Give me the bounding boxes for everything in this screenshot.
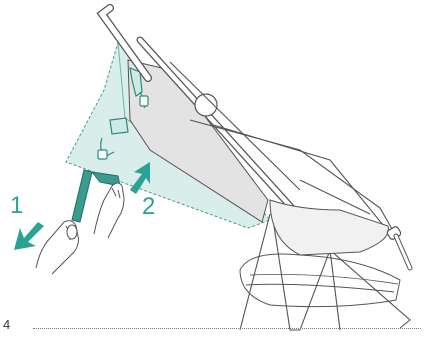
page-number: 4 — [3, 318, 10, 331]
arrow-down-left-icon — [14, 222, 44, 250]
basket — [240, 254, 400, 307]
hand-icon — [36, 221, 79, 274]
dotted-divider — [33, 328, 421, 329]
canopy-strap — [72, 170, 92, 222]
hand-icon — [94, 183, 124, 238]
step-number-1: 1 — [10, 194, 23, 218]
seat-cushion — [270, 200, 388, 255]
step-number-2: 2 — [142, 195, 155, 219]
